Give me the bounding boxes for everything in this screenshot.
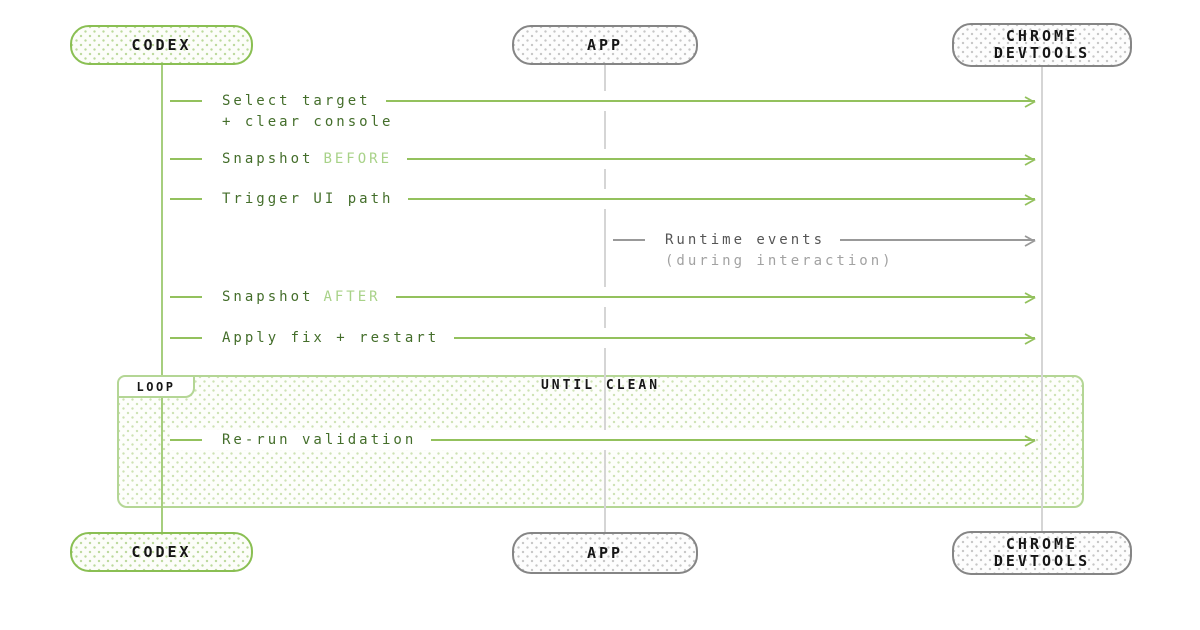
actor-codex-bottom: CODEX	[70, 532, 253, 572]
arrowhead-icon	[1024, 333, 1036, 345]
message-label: Snapshot BEFORE	[222, 149, 407, 169]
message-label: Re-run validation	[222, 432, 417, 448]
actor-label-line1: CHROME	[1005, 27, 1079, 45]
message-start-dash	[613, 239, 645, 241]
message-arrow-line	[431, 435, 1036, 447]
message-highlight: BEFORE	[323, 151, 393, 167]
message-start-dash	[170, 337, 202, 339]
arrowhead-icon	[1024, 194, 1036, 206]
message-select-target: Select target + clear console	[170, 91, 1036, 131]
actor-label-line1: CHROME	[1005, 535, 1079, 553]
message-trigger-ui-path: Trigger UI path	[170, 189, 1036, 209]
message-arrow-line	[454, 333, 1036, 345]
message-apply-fix-restart: Apply fix + restart	[170, 328, 1036, 348]
arrowhead-icon	[1024, 292, 1036, 304]
message-arrow-line	[407, 154, 1036, 166]
message-label: Runtime events	[665, 232, 826, 248]
message-text: Snapshot	[222, 151, 314, 167]
actor-app-top: APP	[512, 25, 698, 65]
actor-label-line2: DEVTOOLS	[993, 552, 1091, 570]
message-start-dash	[170, 100, 202, 102]
message-label: Trigger UI path	[222, 191, 394, 207]
actor-label: CODEX	[131, 35, 192, 54]
message-label-line2: + clear console	[222, 113, 394, 131]
arrowhead-icon	[1024, 435, 1036, 447]
message-label: Snapshot AFTER	[222, 287, 396, 307]
loop-tab-label: LOOP	[136, 379, 176, 394]
lifeline-devtools	[1041, 65, 1043, 532]
loop-condition-label: UNTIL CLEAN	[540, 378, 661, 393]
actor-label: CODEX	[131, 542, 192, 561]
message-label-line2: (during interaction)	[665, 252, 894, 270]
message-arrow-line	[385, 96, 1036, 108]
actor-label-line2: DEVTOOLS	[993, 44, 1091, 62]
lifeline-codex	[161, 65, 163, 532]
message-start-dash	[170, 439, 202, 441]
actor-app-bottom: APP	[512, 532, 698, 574]
actor-codex-top: CODEX	[70, 25, 253, 65]
arrowhead-icon	[1024, 96, 1036, 108]
actor-devtools-top: CHROME DEVTOOLS	[952, 23, 1132, 67]
arrowhead-icon	[1024, 154, 1036, 166]
message-arrow-line	[408, 194, 1036, 206]
loop-tab: LOOP	[117, 375, 195, 398]
message-text: Snapshot	[222, 289, 314, 305]
actor-label: APP	[586, 543, 624, 562]
actor-label: APP	[586, 35, 624, 54]
message-arrow-line	[395, 292, 1036, 304]
message-highlight: AFTER	[323, 289, 381, 305]
message-start-dash	[170, 198, 202, 200]
message-runtime-events: Runtime events (during interaction)	[613, 230, 1036, 270]
message-label: Select target	[222, 93, 371, 109]
loop-condition: UNTIL CLEAN	[117, 378, 1084, 393]
message-snapshot-before: Snapshot BEFORE	[170, 149, 1036, 169]
message-start-dash	[170, 158, 202, 160]
actor-devtools-bottom: CHROME DEVTOOLS	[952, 531, 1132, 575]
message-start-dash	[170, 296, 202, 298]
arrowhead-icon	[1024, 235, 1036, 247]
message-rerun-validation: Re-run validation	[170, 430, 1036, 450]
message-label: Apply fix + restart	[222, 330, 440, 346]
message-snapshot-after: Snapshot AFTER	[170, 287, 1036, 307]
message-arrow-line	[840, 235, 1036, 247]
